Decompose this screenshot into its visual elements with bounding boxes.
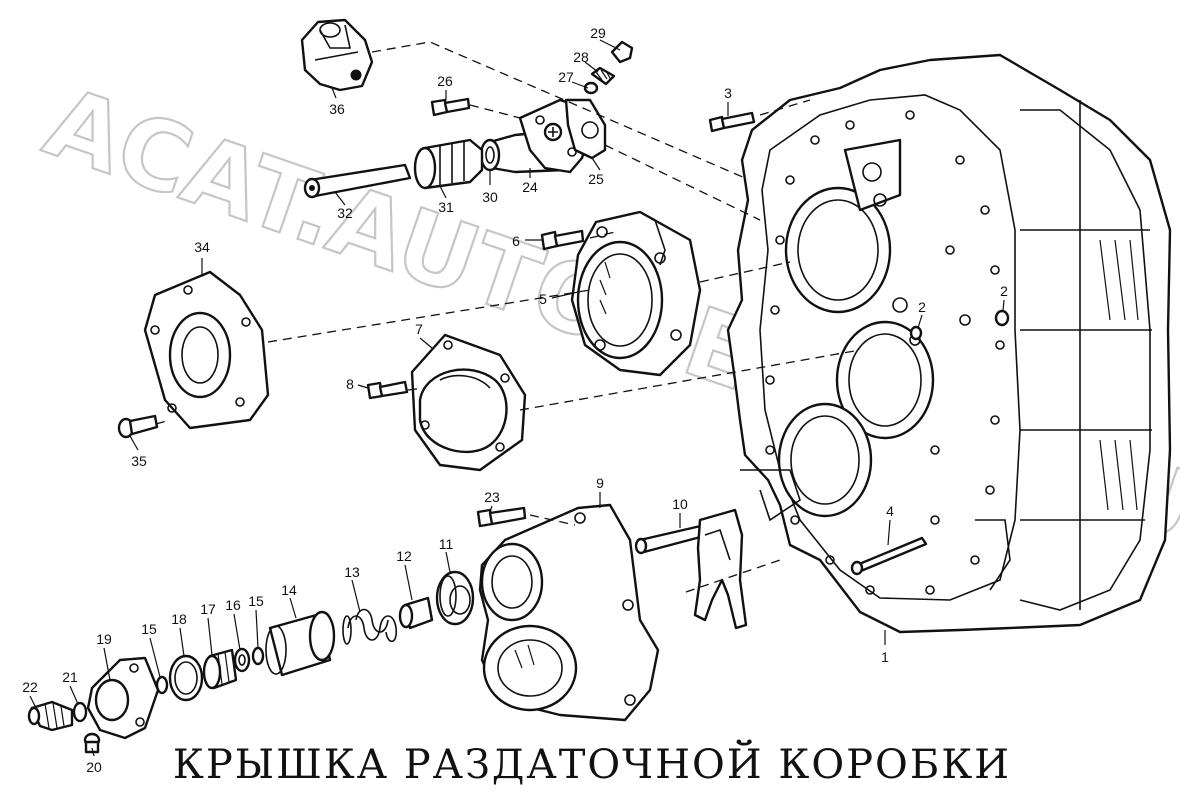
stud-part-4 [850, 536, 928, 576]
bolt-part-26 [430, 97, 471, 117]
seal-part-30 [479, 138, 501, 172]
piston-part-17 [202, 648, 238, 690]
cover-part-7 [410, 333, 527, 472]
label-7: 7 [415, 321, 423, 337]
label-28: 28 [573, 49, 589, 65]
label-31: 31 [438, 199, 454, 215]
housing-part-1 [726, 53, 1172, 634]
piston-part-31 [413, 138, 484, 190]
label-19: 19 [96, 631, 112, 647]
label-36: 36 [329, 101, 345, 117]
label-16: 16 [225, 597, 241, 613]
shift-housing-part-9 [478, 503, 660, 722]
valve-part-22 [27, 700, 74, 732]
shift-fork-part-10 [634, 508, 748, 630]
label-5: 5 [539, 291, 547, 307]
label-25: 25 [588, 171, 604, 187]
ring-part-15a [251, 646, 265, 666]
label-32: 32 [337, 205, 353, 221]
label-20: 20 [86, 759, 102, 775]
label-15a: 15 [141, 621, 157, 637]
flange-part-34 [143, 270, 270, 430]
label-14: 14 [281, 582, 297, 598]
part-number-labels: 29 28 27 26 36 3 25 24 30 31 32 6 5 34 7… [22, 25, 1008, 775]
sleeve-part-14 [265, 610, 336, 677]
label-35: 35 [131, 453, 147, 469]
bolt-part-8 [366, 380, 409, 400]
label-30: 30 [482, 189, 498, 205]
bolt-part-6 [540, 229, 585, 251]
bolt-part-20 [83, 732, 101, 754]
end-cover-part-19 [86, 656, 160, 740]
label-29: 29 [590, 25, 606, 41]
label-10: 10 [672, 496, 688, 512]
washer-part-21 [72, 701, 88, 723]
label-12: 12 [396, 548, 412, 564]
ring-part-18 [168, 654, 204, 702]
diagram-caption: КРЫШКА РАЗДАТОЧНОЙ КОРОБКИ [173, 740, 1011, 788]
bolt-part-23 [476, 506, 527, 528]
label-15b: 15 [248, 593, 264, 609]
plate-part-11 [435, 570, 475, 626]
label-21: 21 [62, 669, 78, 685]
bolt-part-3 [708, 111, 756, 133]
spacer-part-16 [233, 647, 251, 673]
label-24: 24 [522, 179, 538, 195]
leader-lines [29, 39, 1005, 757]
label-26: 26 [437, 73, 453, 89]
label-27: 27 [558, 69, 574, 85]
rod-part-32 [303, 163, 412, 199]
gasket-part-25 [564, 98, 607, 160]
label-13: 13 [344, 564, 360, 580]
label-2a: 2 [918, 299, 926, 315]
assembly-lines [155, 41, 861, 593]
pin-part-2a [909, 325, 923, 341]
label-22: 22 [22, 679, 38, 695]
label-11: 11 [439, 536, 454, 552]
label-6: 6 [512, 233, 520, 249]
label-8: 8 [346, 376, 354, 392]
pin-part-2b [994, 309, 1010, 327]
spring-part-13 [342, 608, 398, 645]
bolt-part-35 [117, 414, 159, 439]
sleeve-part-12 [398, 596, 434, 630]
label-2b: 2 [1000, 283, 1008, 299]
label-34: 34 [194, 239, 210, 255]
label-18: 18 [171, 611, 187, 627]
label-1: 1 [881, 649, 889, 665]
bracket-part-36 [300, 18, 374, 92]
label-3: 3 [724, 85, 732, 101]
label-23: 23 [484, 489, 500, 505]
label-4: 4 [886, 503, 894, 519]
label-17: 17 [200, 601, 216, 617]
cover-part-5 [570, 210, 702, 377]
label-9: 9 [596, 475, 604, 491]
